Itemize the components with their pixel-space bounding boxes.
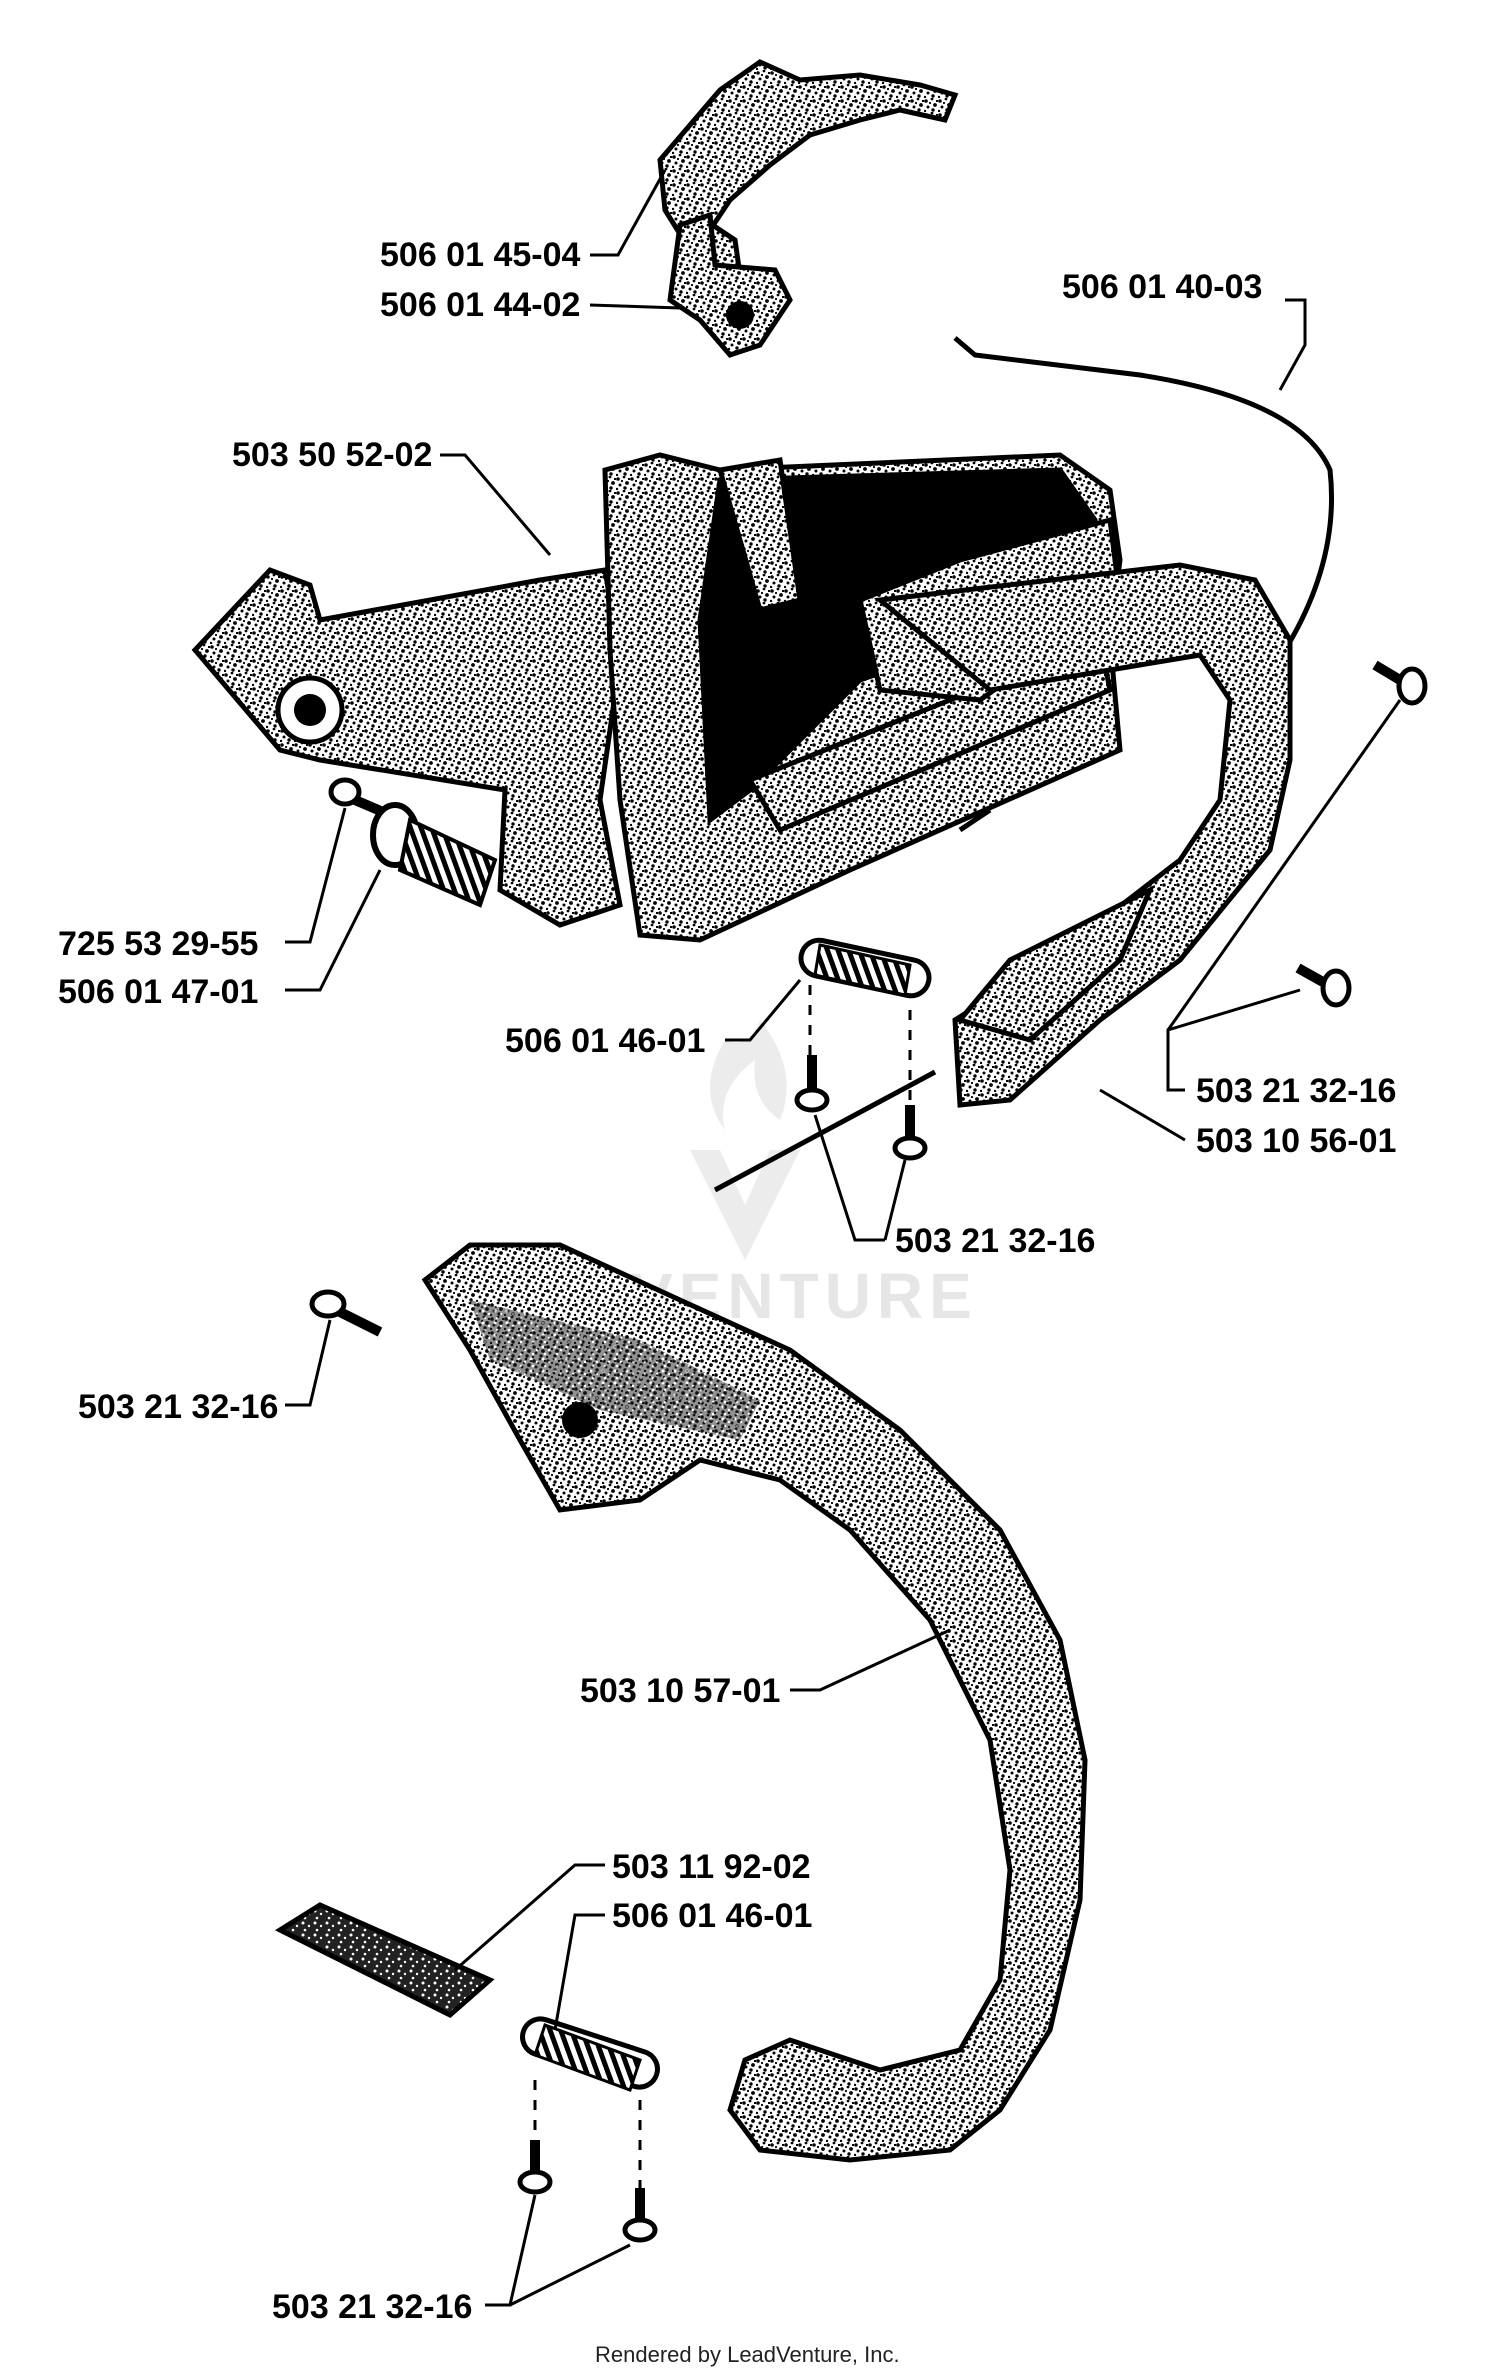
part-lever-lower (667, 211, 793, 358)
leader-503-2132-center (813, 1114, 885, 1242)
part-spring-top (798, 937, 932, 1110)
leader-503-1057 (790, 1628, 951, 1692)
label-506-01-46-01-top: 506 01 46-01 (505, 1022, 705, 1060)
leader-503-1056 (1099, 1088, 1186, 1142)
part-screw-left (309, 1289, 383, 1337)
part-screw-center-a (794, 1055, 830, 1113)
footer-credit: Rendered by LeadVenture, Inc. (595, 2342, 900, 2367)
label-506-01-47-01: 506 01 47-01 (58, 973, 258, 1011)
label-503-21-32-16-bottom: 503 21 32-16 (272, 2288, 472, 2326)
label-503-21-32-16-center: 503 21 32-16 (895, 1222, 1095, 1260)
label-503-10-57-01: 503 10 57-01 (580, 1672, 780, 1710)
part-screw-bottom-b (622, 2188, 658, 2243)
leader-506-0147 (285, 869, 382, 992)
label-506-01-45-04: 506 01 45-04 (380, 236, 580, 274)
leader-503-2132-center-b (883, 1159, 907, 1241)
label-503-21-32-16-left: 503 21 32-16 (78, 1388, 278, 1426)
leader-503-2132-bottom-b (509, 2243, 631, 2307)
part-pad (274, 1902, 495, 2018)
part-front-guard (421, 1242, 1088, 2163)
label-506-01-46-01-bottom: 506 01 46-01 (612, 1897, 812, 1935)
leader-506-0140 (1278, 298, 1307, 391)
label-503-10-56-01: 503 10 56-01 (1196, 1122, 1396, 1160)
leader-503-2132-right (1166, 988, 1301, 1092)
label-503-11-92-02: 503 11 92-02 (612, 1848, 811, 1886)
leader-503-5052 (440, 453, 552, 556)
part-screw-center-b (892, 1105, 928, 1161)
leader-503-1192 (454, 1863, 605, 1972)
leader-503-2132-right-up (1166, 699, 1402, 1031)
label-503-50-52-02: 503 50 52-02 (232, 436, 432, 474)
part-spring-506-0147 (370, 802, 498, 908)
leader-725-5329 (285, 807, 347, 944)
part-labels: 506 01 45-04 506 01 44-02 506 01 40-03 5… (58, 236, 1396, 2326)
leader-506-0146-top (725, 979, 802, 1042)
part-spring-bottom (520, 2016, 660, 2195)
part-chassis (191, 452, 1123, 943)
part-hand-guard (873, 562, 1293, 1108)
leader-506-0145 (590, 169, 667, 257)
label-503-21-32-16-right: 503 21 32-16 (1196, 1072, 1396, 1110)
label-506-01-44-02: 506 01 44-02 (380, 286, 580, 324)
leader-503-2132-bottom (485, 2194, 537, 2307)
label-506-01-40-03: 506 01 40-03 (1062, 268, 1262, 306)
label-725-53-29-55: 725 53 29-55 (58, 925, 258, 963)
leader-503-2132-left (285, 1319, 332, 1407)
part-screw-right-b (1295, 963, 1352, 1008)
part-screw-bottom-a (517, 2140, 553, 2195)
watermark: VENTURE (630, 1020, 972, 1332)
leader-506-0144 (589, 303, 681, 310)
leader-lines (285, 169, 1402, 2307)
part-screw-right-a (1372, 660, 1428, 706)
leader-506-0146-bottom (553, 1913, 605, 2031)
part-wire (713, 1069, 937, 1193)
part-cable (953, 336, 1335, 652)
